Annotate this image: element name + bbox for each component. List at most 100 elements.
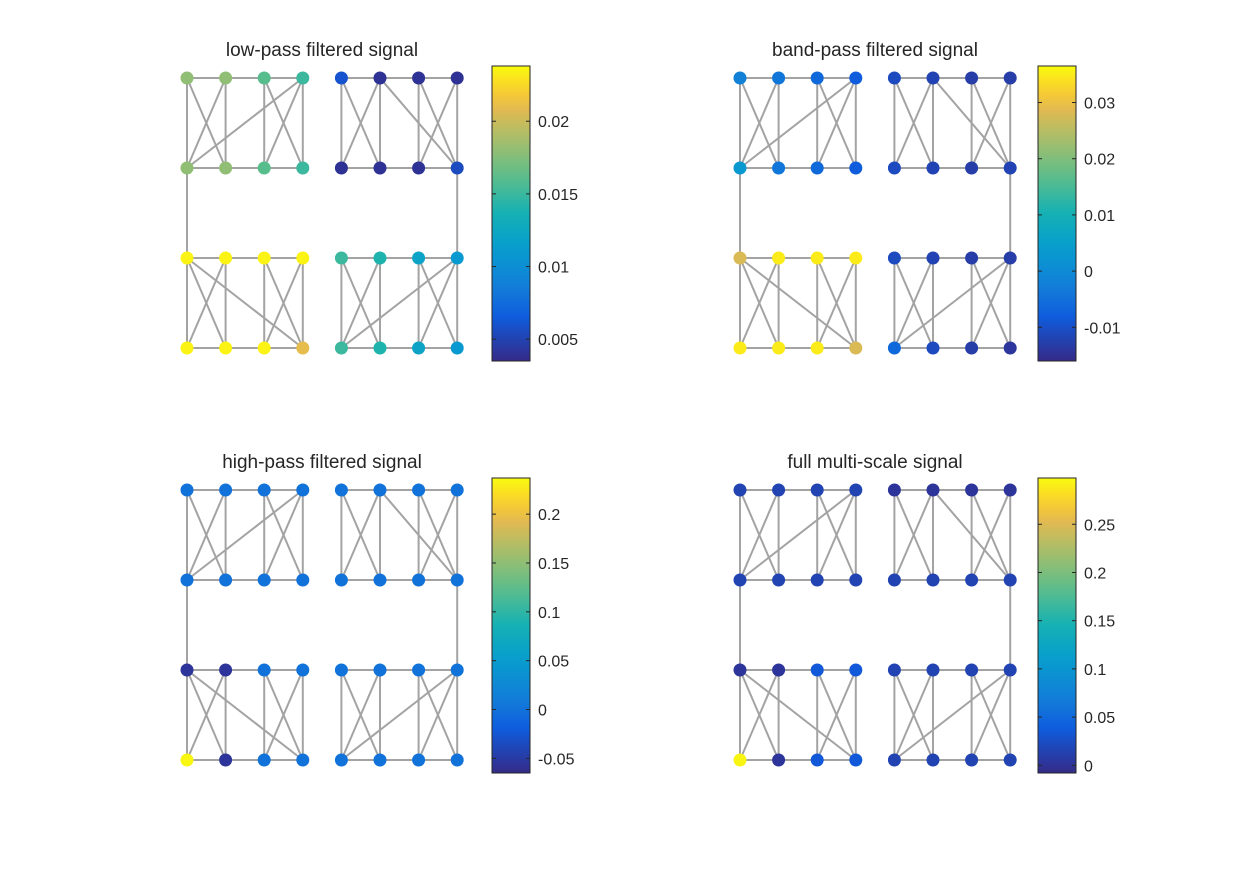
graph-node — [257, 71, 271, 85]
colorbar-tick-label: 0.03 — [1084, 96, 1115, 113]
graph-node — [772, 71, 786, 85]
panel-title: band-pass filtered signal — [772, 40, 978, 61]
graph-node — [772, 573, 786, 587]
graph-edge — [970, 77, 1012, 169]
graph-node — [373, 341, 387, 355]
graph-node — [412, 753, 426, 767]
graph-node — [887, 71, 901, 85]
graph-node — [849, 251, 863, 265]
graph-edge — [186, 77, 227, 169]
graph-node — [810, 663, 824, 677]
graph-node — [334, 663, 348, 677]
graph-edge — [186, 669, 227, 761]
graph-node — [450, 753, 464, 767]
graph-node — [1003, 753, 1017, 767]
graph-node — [887, 573, 901, 587]
graph-node — [887, 251, 901, 265]
graph-node — [180, 71, 194, 85]
panel-title: high-pass filtered signal — [222, 452, 422, 473]
graph-edge — [739, 669, 857, 761]
graph-node — [810, 573, 824, 587]
graph-node — [733, 573, 747, 587]
colorbar — [491, 65, 531, 362]
graph-node — [926, 753, 940, 767]
colorbar-tick-label: 0 — [538, 703, 547, 720]
graph-node — [257, 573, 271, 587]
graph-node — [296, 483, 310, 497]
graph-node — [810, 753, 824, 767]
graph-edge — [893, 489, 934, 581]
graph-node — [412, 341, 426, 355]
graph-edge — [739, 257, 857, 349]
graph-node — [180, 341, 194, 355]
graph-node — [887, 753, 901, 767]
graph-node — [1003, 663, 1017, 677]
graph-node — [257, 483, 271, 497]
graph-node — [772, 663, 786, 677]
graph-node — [180, 663, 194, 677]
graph-node — [965, 753, 979, 767]
colorbar-tick-label: 0 — [1084, 264, 1093, 281]
graph-node — [450, 161, 464, 175]
graph-node — [965, 663, 979, 677]
graph-node — [334, 483, 348, 497]
graph-node — [965, 483, 979, 497]
graph-edge — [739, 489, 857, 581]
graph-edge — [970, 669, 1012, 761]
graph-node — [450, 251, 464, 265]
graph-edge — [739, 257, 780, 349]
graph-edge — [970, 257, 1012, 349]
graph-edge — [893, 77, 934, 169]
graph-node — [219, 161, 233, 175]
colorbar-tick-label: 0.01 — [538, 260, 569, 277]
graph-edge — [932, 489, 1011, 581]
graph-edge — [340, 669, 458, 761]
graph-edge — [340, 257, 381, 349]
graph-node — [772, 251, 786, 265]
graph-node — [887, 663, 901, 677]
graph-edge — [739, 489, 780, 581]
graph-node — [849, 161, 863, 175]
graph-edge — [417, 669, 459, 761]
graph-edge — [739, 669, 780, 761]
graph-node — [373, 573, 387, 587]
graph-node — [810, 251, 824, 265]
graph-edge — [970, 489, 1012, 581]
graph-node — [450, 341, 464, 355]
graph-edge — [816, 669, 857, 761]
colorbar-tick-label: 0 — [1084, 758, 1093, 775]
colorbar-tick-label: 0.02 — [1084, 152, 1115, 169]
graph-node — [1003, 573, 1017, 587]
graph-edge — [186, 257, 227, 349]
graph-node — [334, 341, 348, 355]
graph-edge — [340, 77, 381, 169]
graph-node — [373, 71, 387, 85]
graph-node — [926, 573, 940, 587]
graph-edge — [186, 257, 304, 349]
graph-node — [257, 161, 271, 175]
graph-node — [849, 663, 863, 677]
graph-node — [772, 161, 786, 175]
graph-edge — [932, 77, 1011, 169]
colorbar-tick-label: 0.015 — [538, 187, 578, 204]
graph-edge — [186, 669, 304, 761]
graph-node — [849, 71, 863, 85]
graph-node — [1003, 71, 1017, 85]
graph-node — [219, 483, 233, 497]
graph-node — [296, 663, 310, 677]
colorbar-tick-label: 0.25 — [1084, 517, 1115, 534]
graph-node — [887, 161, 901, 175]
graph-node — [180, 573, 194, 587]
panel-title: full multi-scale signal — [787, 452, 962, 473]
graph-node — [219, 573, 233, 587]
graph-node — [450, 663, 464, 677]
graph-node — [965, 251, 979, 265]
graph-node — [887, 341, 901, 355]
graph-edges — [739, 77, 1012, 349]
graph-node — [296, 251, 310, 265]
graph-node — [733, 663, 747, 677]
graph-edge — [379, 77, 458, 169]
graph-node — [219, 753, 233, 767]
graph-edge — [417, 489, 459, 581]
